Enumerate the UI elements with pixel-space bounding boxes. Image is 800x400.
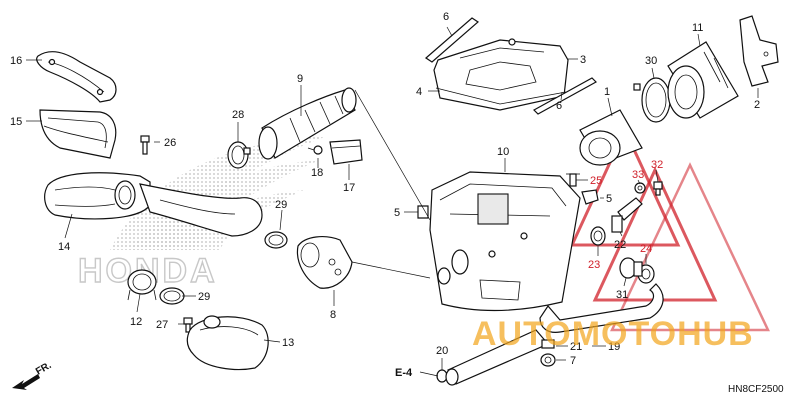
intake-duct-tube <box>139 183 263 237</box>
label-21: 21 <box>570 341 582 353</box>
label-6-lower: 6 <box>556 100 562 112</box>
label-9: 9 <box>297 73 303 85</box>
label-6-upper: 6 <box>443 11 449 23</box>
part-15-duct-tray <box>39 109 117 159</box>
label-11: 11 <box>692 22 703 34</box>
part-19-drain-tube <box>539 283 664 333</box>
label-15: 15 <box>10 116 22 128</box>
part-2-holder-bracket <box>739 15 779 87</box>
front-direction-arrow-icon <box>12 374 40 390</box>
label-25: 25 <box>590 175 602 187</box>
label-10: 10 <box>497 146 509 158</box>
part-13-inlet-cover <box>186 315 269 371</box>
label-20: 20 <box>436 345 448 357</box>
front-direction-label: FR. <box>34 360 54 378</box>
automotohub-watermark-text: AUTOMOTOHUB <box>472 315 754 353</box>
part-4-cover-gasket <box>435 87 567 105</box>
part-21-clamp <box>541 339 555 349</box>
label-4: 4 <box>416 86 422 98</box>
label-19: 19 <box>608 341 620 353</box>
label-31: 31 <box>616 289 628 301</box>
part-9-connecting-tube <box>258 87 357 160</box>
label-32: 32 <box>651 159 663 171</box>
label-2: 2 <box>754 99 760 111</box>
part-8-elbow-joint <box>296 236 353 289</box>
part-27-bolt <box>183 317 193 333</box>
part-1-filter-element <box>579 109 643 166</box>
label-33: 33 <box>632 169 644 181</box>
label-8: 8 <box>330 309 336 321</box>
part-17-drain-cap <box>329 139 363 165</box>
part-26-bolt <box>140 135 150 155</box>
label-27: 27 <box>156 319 168 331</box>
part-6-spring-clip-upper <box>425 17 479 63</box>
label-26: 26 <box>164 137 176 149</box>
label-29-lower: 29 <box>198 291 210 303</box>
diagram-code: HN8CF2500 <box>728 384 784 395</box>
part-14-intake-housing <box>44 172 151 220</box>
part-5-clip-right <box>581 189 599 205</box>
part-22-drain-valve <box>611 197 643 233</box>
part-number-labels: 16 15 26 14 12 29 27 13 28 9 18 17 29 8 … <box>10 11 760 367</box>
part-7-cap <box>540 353 556 367</box>
part-6-spring-clip-lower <box>533 77 597 115</box>
label-18: 18 <box>311 167 323 179</box>
label-1: 1 <box>604 86 610 98</box>
part-11-outer-filter <box>667 41 739 119</box>
reference-e4: E-4 <box>395 367 413 379</box>
part-30-band <box>633 77 671 123</box>
label-16: 16 <box>10 55 22 67</box>
part-18-clip <box>307 145 323 155</box>
reference-e4-leader <box>419 371 439 377</box>
part-28-band <box>227 141 251 169</box>
part-31-drain-fitting <box>619 257 643 279</box>
label-24: 24 <box>640 243 652 255</box>
part-3-air-cleaner-cover <box>433 38 569 111</box>
part-29-band-lower <box>159 287 185 305</box>
label-30: 30 <box>645 55 657 67</box>
part-12-duct-joint <box>127 269 157 301</box>
label-28: 28 <box>232 109 244 121</box>
leader-lines <box>26 26 759 370</box>
label-23: 23 <box>588 259 600 271</box>
label-5-right: 5 <box>606 193 612 205</box>
label-5-left: 5 <box>394 207 400 219</box>
part-29-band-middle <box>264 231 288 249</box>
label-29-middle: 29 <box>275 199 287 211</box>
part-5-clip-left <box>417 205 429 219</box>
label-12: 12 <box>130 316 142 328</box>
part-16-duct-cover <box>36 51 117 103</box>
label-22: 22 <box>614 239 626 251</box>
part-23-drain-plug <box>590 226 606 246</box>
part-33-washer <box>634 182 646 194</box>
label-17: 17 <box>343 182 355 194</box>
part-10-air-cleaner-case <box>429 171 581 312</box>
label-7: 7 <box>570 355 576 367</box>
label-3: 3 <box>580 54 586 66</box>
label-14: 14 <box>58 241 70 253</box>
label-13: 13 <box>282 337 294 349</box>
